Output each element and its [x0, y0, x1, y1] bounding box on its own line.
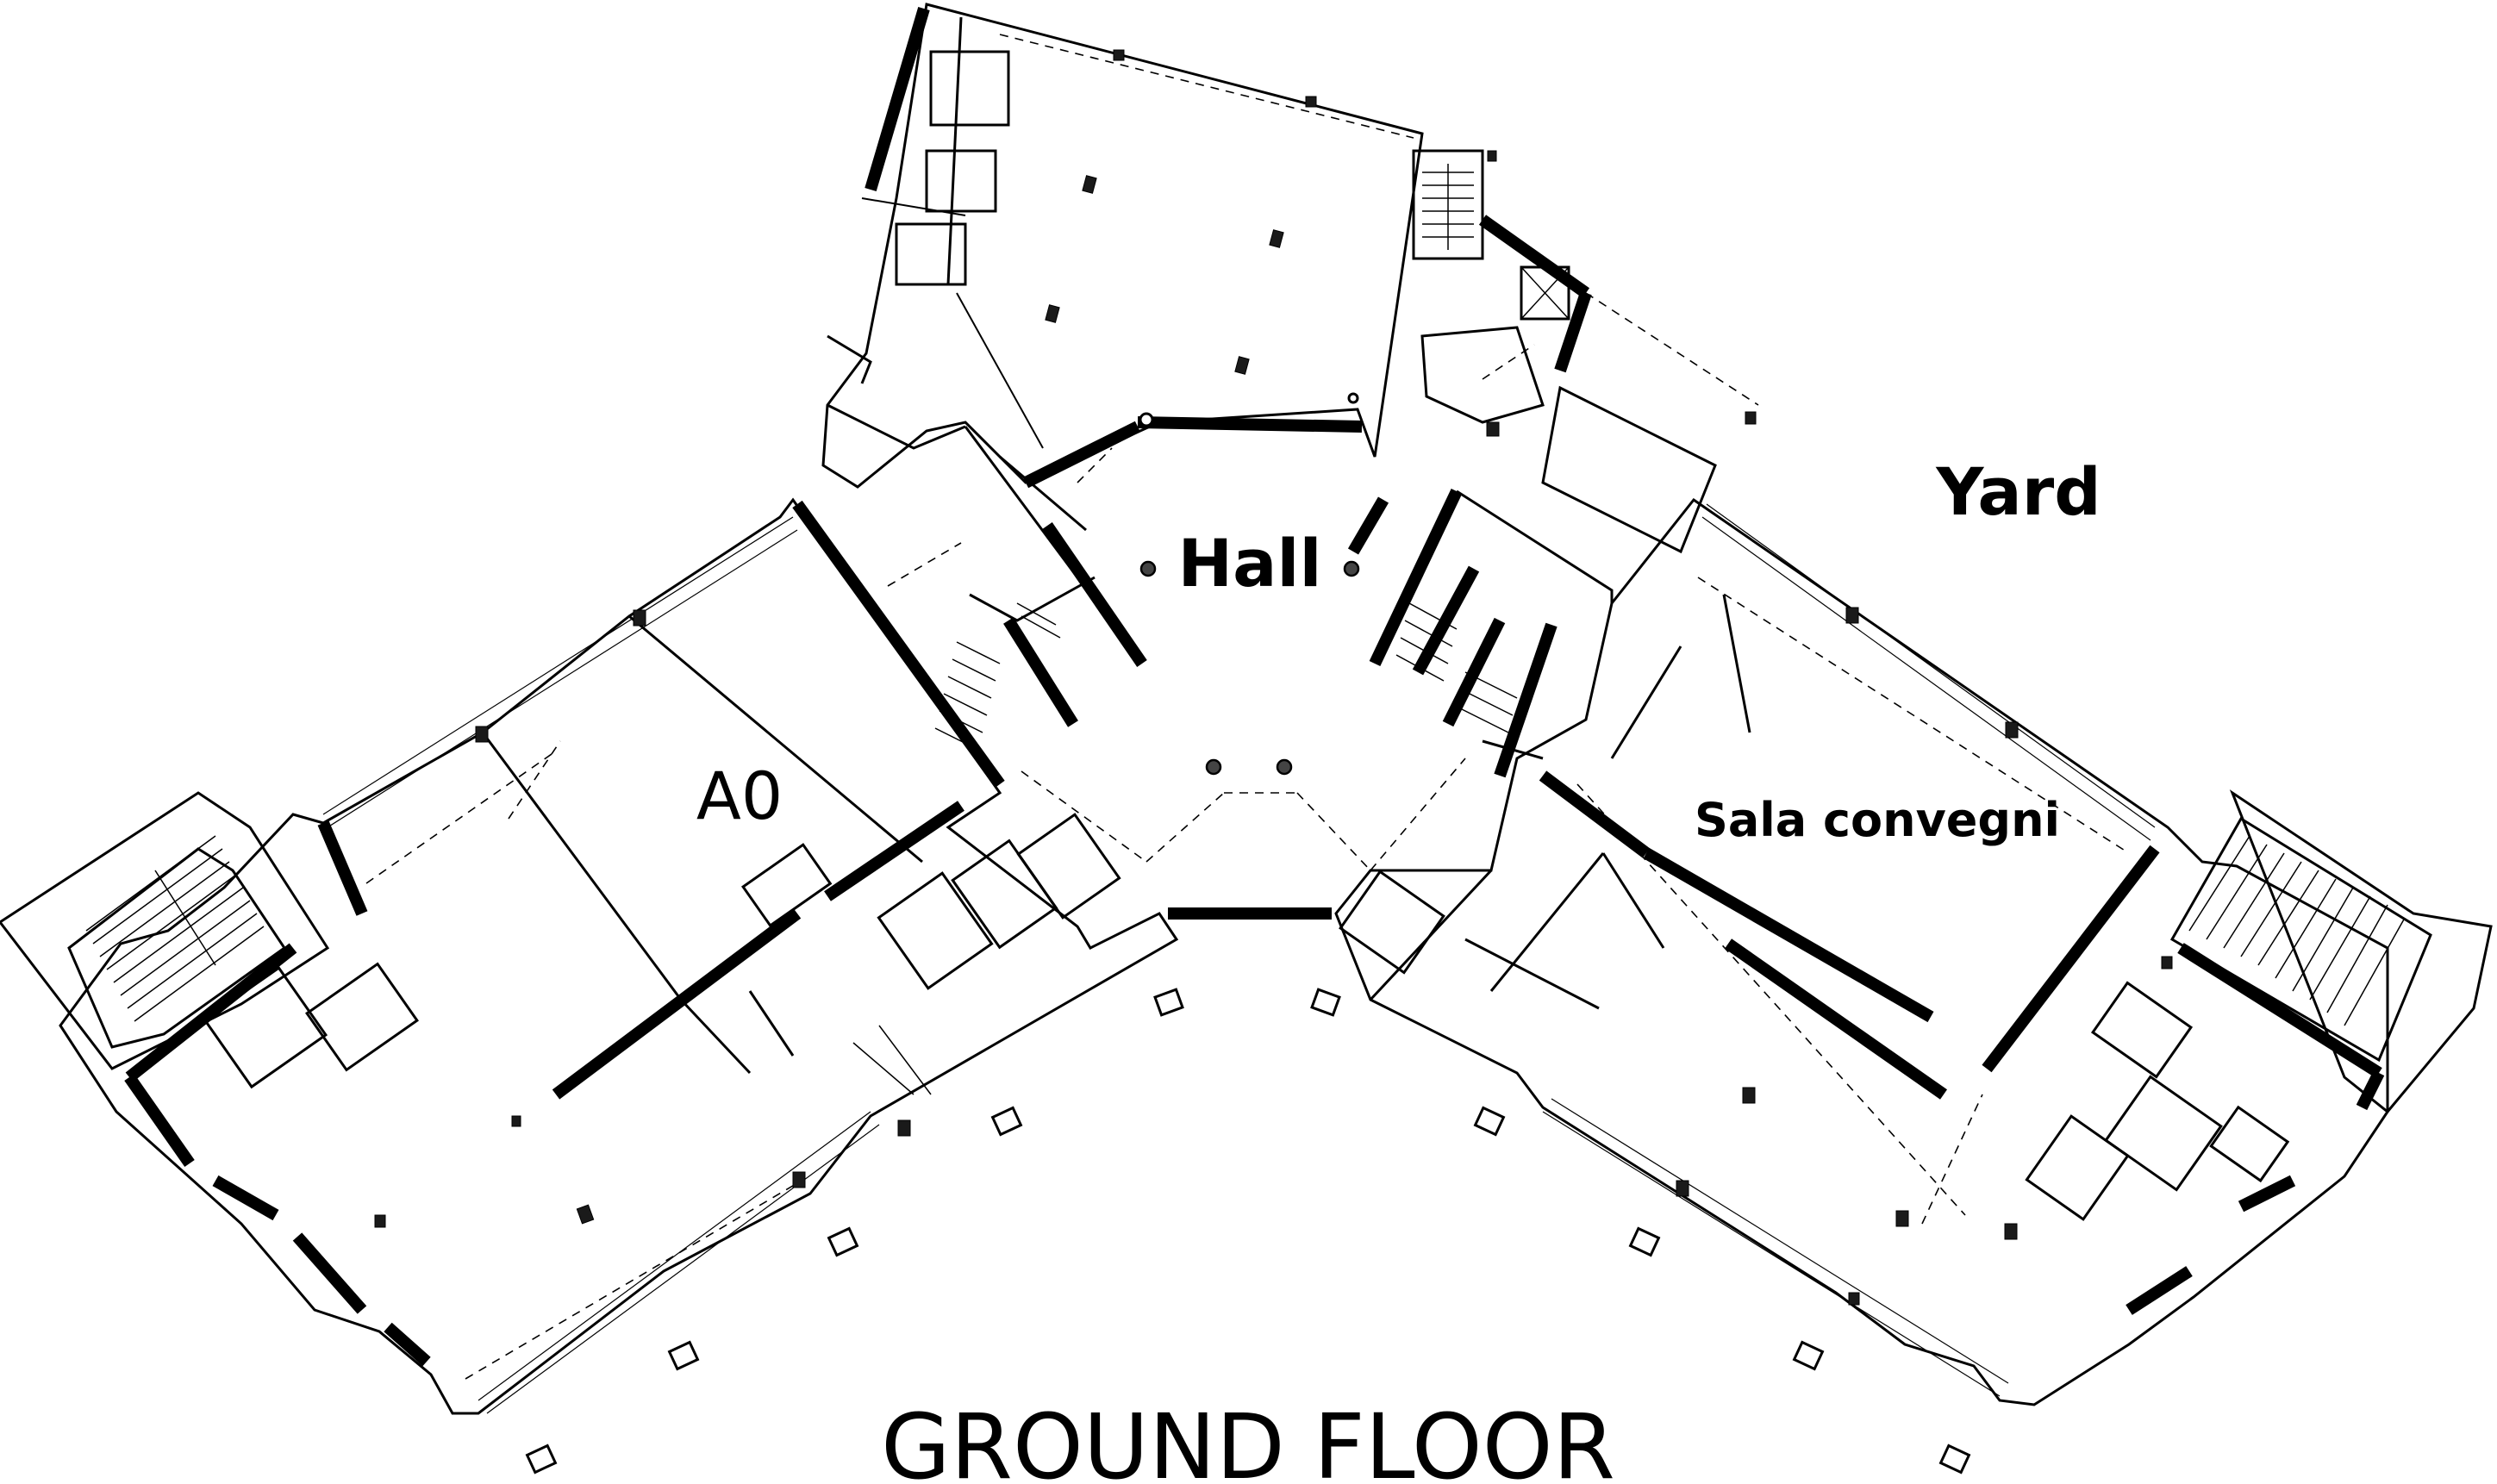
east-wing [1334, 497, 2493, 1406]
north-wing [821, 3, 1759, 554]
room-label-hall: Hall [1178, 525, 1322, 602]
central-hall [887, 392, 1614, 920]
room-label-yard: Yard [1935, 453, 2101, 530]
exterior-columns [525, 988, 1971, 1475]
room-label-sala-convegni: Sala convegni [1695, 793, 2060, 847]
west-wing [0, 497, 1179, 1415]
floor-title: GROUND FLOOR [881, 1394, 1615, 1484]
room-label-a0: A0 [696, 758, 783, 834]
